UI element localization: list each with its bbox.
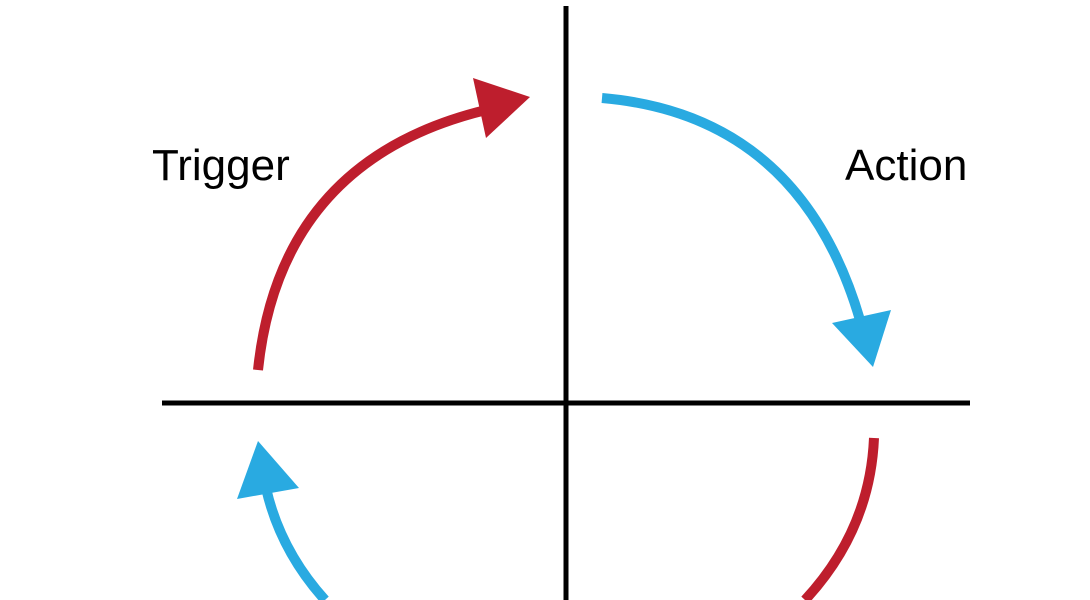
action-arrowhead — [832, 310, 891, 367]
action-arrow — [601, 93, 891, 367]
trigger-arrow-arc — [253, 105, 488, 371]
action-arrow-arc — [601, 93, 865, 322]
trigger-arrowhead — [473, 78, 530, 138]
trigger-label: Trigger — [152, 141, 290, 190]
trigger-arrow — [253, 78, 530, 371]
bottom-left-arrow — [237, 441, 329, 600]
action-label: Action — [845, 141, 967, 190]
bottom-left-arrow-arc — [261, 486, 329, 600]
bottom-right-arrow-arc — [801, 437, 879, 600]
bottom-left-arrowhead — [237, 441, 299, 499]
